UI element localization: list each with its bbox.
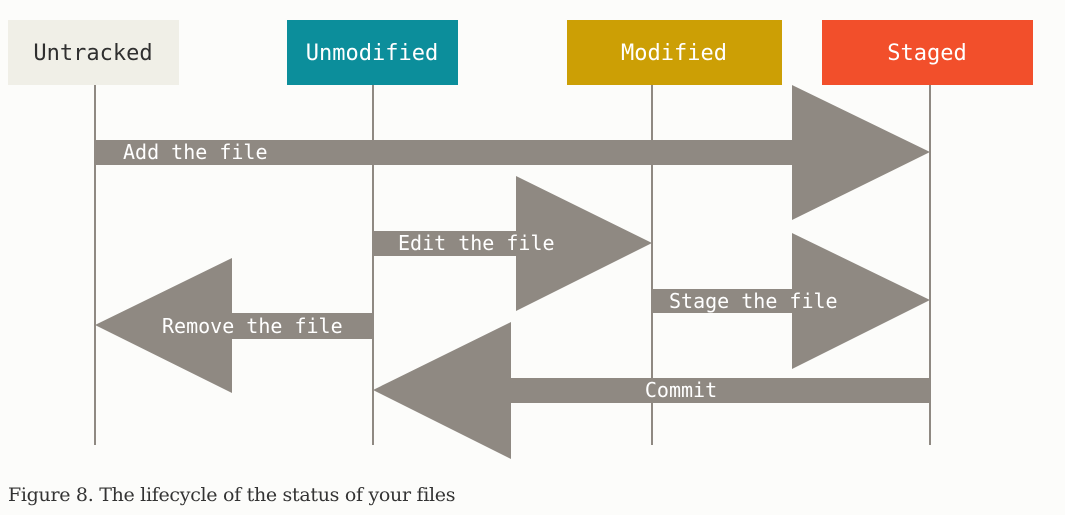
state-staged-label: Staged: [887, 41, 966, 66]
figure-caption: Figure 8. The lifecycle of the status of…: [8, 484, 456, 506]
state-staged-box: [822, 20, 1033, 85]
stage-the-file-arrow: [652, 233, 930, 369]
add-the-file-label: Add the file: [123, 140, 268, 164]
edit-the-file-arrow: [373, 176, 652, 311]
state-untracked-box: [8, 20, 179, 85]
state-untracked: Untracked: [8, 20, 179, 85]
remove-the-file-arrow: [95, 258, 373, 393]
state-unmodified: Unmodified: [287, 20, 458, 85]
state-unmodified-label: Unmodified: [306, 41, 438, 66]
git-lifecycle-diagram: Untracked Unmodified Modified Staged Add…: [8, 20, 1033, 459]
edit-the-file-label: Edit the file: [398, 231, 555, 255]
commit-arrow: [373, 322, 930, 459]
state-modified-label: Modified: [621, 41, 727, 66]
remove-the-file-label: Remove the file: [162, 314, 343, 338]
state-untracked-label: Untracked: [33, 41, 152, 66]
add-the-file-arrow: [95, 85, 930, 220]
state-modified-box: [567, 20, 782, 85]
commit-label: Commit: [645, 378, 717, 402]
stage-the-file-label: Stage the file: [669, 289, 838, 313]
state-staged: Staged: [822, 20, 1033, 85]
state-modified: Modified: [567, 20, 782, 85]
state-unmodified-box: [287, 20, 458, 85]
